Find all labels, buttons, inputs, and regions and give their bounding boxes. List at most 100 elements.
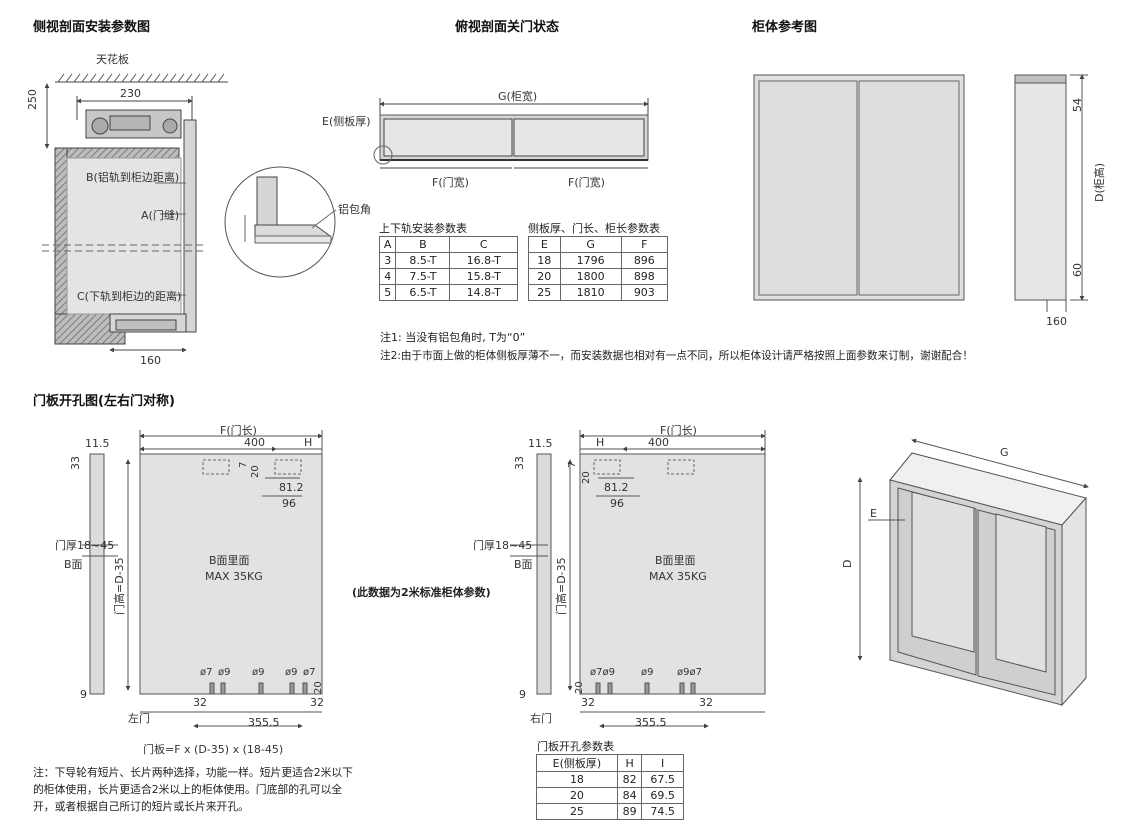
- table-cell: 5: [378, 284, 397, 301]
- right-hole-3: ø9ø7: [677, 667, 702, 678]
- table-cell: 15.8-T: [449, 268, 518, 285]
- right-32a: 32: [581, 696, 595, 709]
- left-height: 门高=D-35: [113, 557, 126, 615]
- label-c: C(下轨到柜边的距离): [77, 290, 182, 303]
- side-view-heading: 侧视剖面安装参数图: [33, 20, 151, 35]
- e-label: E(侧板厚): [322, 115, 371, 128]
- table-cell: 25: [528, 284, 561, 301]
- table-cell: 903: [620, 284, 669, 301]
- table-cell: 3: [378, 252, 397, 269]
- table-cell: 18: [528, 252, 561, 269]
- f-label-2: F(门宽): [568, 176, 605, 189]
- dim-250: 250: [26, 89, 39, 110]
- right-door-drawing: [510, 430, 766, 729]
- right-355-5: 355.5: [635, 716, 667, 729]
- table-cell: 4: [378, 268, 397, 285]
- d-label: D(柜高): [1093, 162, 1106, 202]
- label-b: B(铝轨到柜边距离): [86, 171, 180, 184]
- middle-note: (此数据为2米标准柜体参数): [352, 586, 491, 599]
- table-header: B: [395, 236, 451, 253]
- right-20b: 20: [574, 681, 585, 694]
- left-32b: 32: [310, 696, 324, 709]
- bottom-note-line-3: 开，或者根据自己所订的短片或长片来开孔。: [33, 800, 249, 813]
- dim-54: 54: [1071, 98, 1084, 112]
- right-11-5: 11.5: [528, 437, 553, 450]
- right-7: 7: [567, 461, 578, 468]
- left-door-drawing: [82, 430, 323, 729]
- door-formula: 门板=F x (D-35) x (18-45): [143, 743, 284, 756]
- table-cell: 6.5-T: [395, 284, 451, 301]
- table-header: H: [616, 754, 643, 772]
- iso-g: G: [1000, 446, 1009, 459]
- table-cell: 1810: [559, 284, 622, 301]
- right-96: 96: [610, 497, 624, 510]
- note-2: 注2:由于市面上做的柜体侧板厚薄不一，而安装数据也相对有一点不同，所以柜体设计请…: [380, 350, 973, 362]
- table-header: F: [620, 236, 669, 253]
- dim-160: 160: [140, 354, 161, 367]
- right-height: 门高=D-35: [555, 557, 568, 615]
- right-door-name: 右门: [530, 712, 552, 725]
- hole-table-caption: 门板开孔参数表: [537, 740, 614, 753]
- left-thickness: 门厚18~45: [55, 539, 115, 552]
- table-cell: 896: [620, 252, 669, 269]
- right-81-2: 81.2: [604, 481, 629, 494]
- table-header: I: [641, 754, 684, 772]
- right-max: MAX 35KG: [649, 570, 707, 583]
- right-400: 400: [648, 436, 669, 449]
- iso-d: D: [841, 559, 854, 568]
- table-cell: 20: [536, 787, 618, 804]
- corner-label: 铝包角: [338, 203, 371, 216]
- iso-e: E: [870, 507, 877, 520]
- g-label: G(柜宽): [498, 90, 538, 103]
- left-400: 400: [244, 436, 265, 449]
- left-11-5: 11.5: [85, 437, 110, 450]
- table-header: A: [378, 236, 397, 253]
- table-header: C: [449, 236, 518, 253]
- bottom-note-line-1: 注：下导轮有短片、长片两种选择，功能一样。短片更适合2米以下: [33, 766, 353, 779]
- right-h: H: [596, 436, 605, 449]
- left-hole-2: ø9: [218, 667, 231, 678]
- right-inner: B面里面: [655, 554, 696, 567]
- left-355-5: 355.5: [248, 716, 280, 729]
- table-cell: 1800: [559, 268, 622, 285]
- left-hole-1: ø7: [200, 667, 213, 678]
- ceiling-label: 天花板: [96, 53, 129, 66]
- top-section-view: [224, 98, 649, 278]
- cabinet-reference: [753, 74, 1088, 312]
- left-door-name: 左门: [128, 712, 150, 725]
- table-cell: 898: [620, 268, 669, 285]
- table-cell: 7.5-T: [395, 268, 451, 285]
- table-cell: 14.8-T: [449, 284, 518, 301]
- left-20b: 20: [313, 681, 324, 694]
- dim-160-ref: 160: [1046, 315, 1067, 328]
- table-cell: 69.5: [641, 787, 684, 804]
- left-f-label: F(门长): [220, 424, 257, 437]
- table-header: E: [528, 236, 561, 253]
- dim-60: 60: [1071, 263, 1084, 277]
- label-a: A(门缝): [141, 209, 180, 222]
- right-32b: 32: [699, 696, 713, 709]
- door-heading: 门板开孔图(左右门对称): [33, 394, 175, 409]
- left-81-2: 81.2: [279, 481, 304, 494]
- right-20: 20: [581, 471, 592, 484]
- f-label-1: F(门宽): [432, 176, 469, 189]
- top-view-heading: 俯视剖面关门状态: [455, 20, 560, 35]
- table-cell: 1796: [559, 252, 622, 269]
- left-7: 7: [238, 461, 249, 468]
- left-hole-3: ø9: [252, 667, 265, 678]
- left-32a: 32: [193, 696, 207, 709]
- dim-230: 230: [120, 87, 141, 100]
